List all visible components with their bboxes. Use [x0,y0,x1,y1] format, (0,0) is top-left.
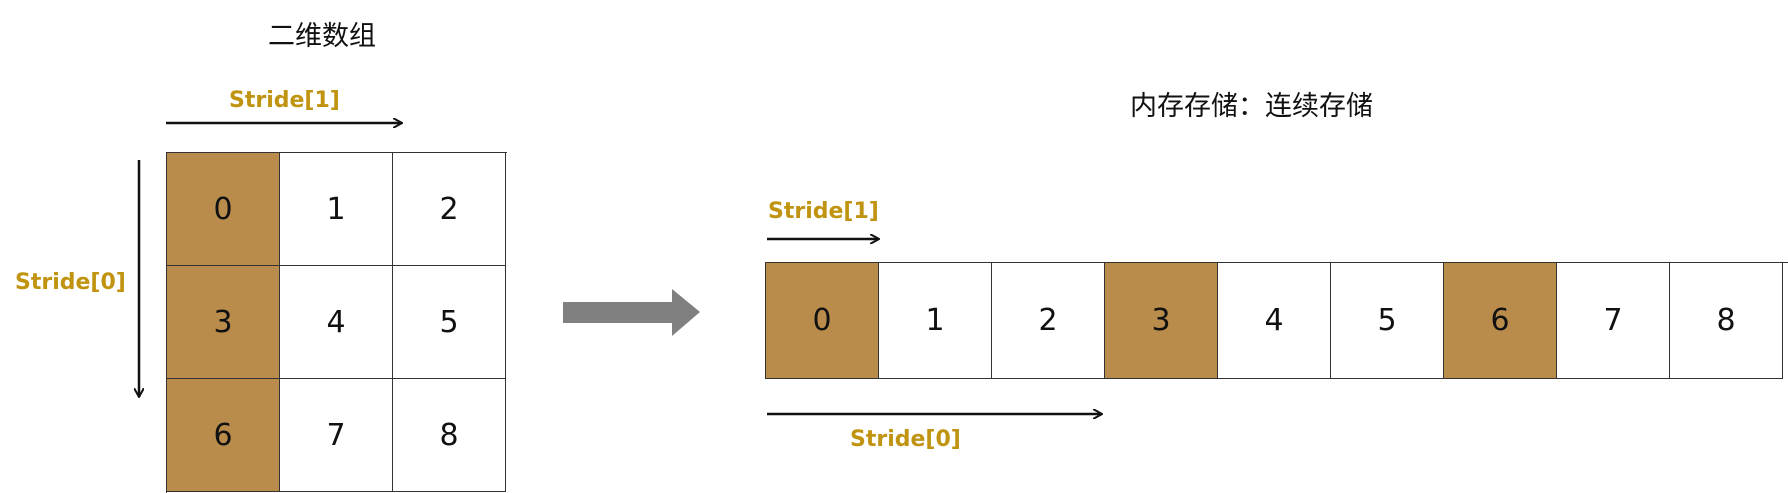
matrix-stride0-label: Stride[0] [15,270,126,295]
transform-arrow [563,289,700,336]
memory-cell: 4 [1218,263,1331,379]
memory-title: 内存存储：连续存储 [1130,91,1373,122]
memory-cell: 3 [1105,263,1218,379]
memory-cell: 6 [1444,263,1557,379]
matrix-cell: 1 [280,153,393,266]
memory-cell: 5 [1331,263,1444,379]
memory-cell: 8 [1670,263,1783,379]
matrix-stride1-label: Stride[1] [229,88,340,113]
matrix-cell: 5 [393,266,506,379]
matrix-cell: 7 [280,379,393,492]
matrix-cell: 8 [393,379,506,492]
memory-stride0-label: Stride[0] [850,427,961,452]
memory-cell: 2 [992,263,1105,379]
matrix-cell: 3 [167,266,280,379]
memory-cell: 0 [766,263,879,379]
matrix-cell: 0 [167,153,280,266]
matrix-cell: 4 [280,266,393,379]
matrix-cell: 6 [167,379,280,492]
matrix-title: 二维数组 [268,21,376,52]
memory-cell: 1 [879,263,992,379]
matrix-cell: 2 [393,153,506,266]
memory-cell: 7 [1557,263,1670,379]
memory-stride1-label: Stride[1] [768,199,879,224]
